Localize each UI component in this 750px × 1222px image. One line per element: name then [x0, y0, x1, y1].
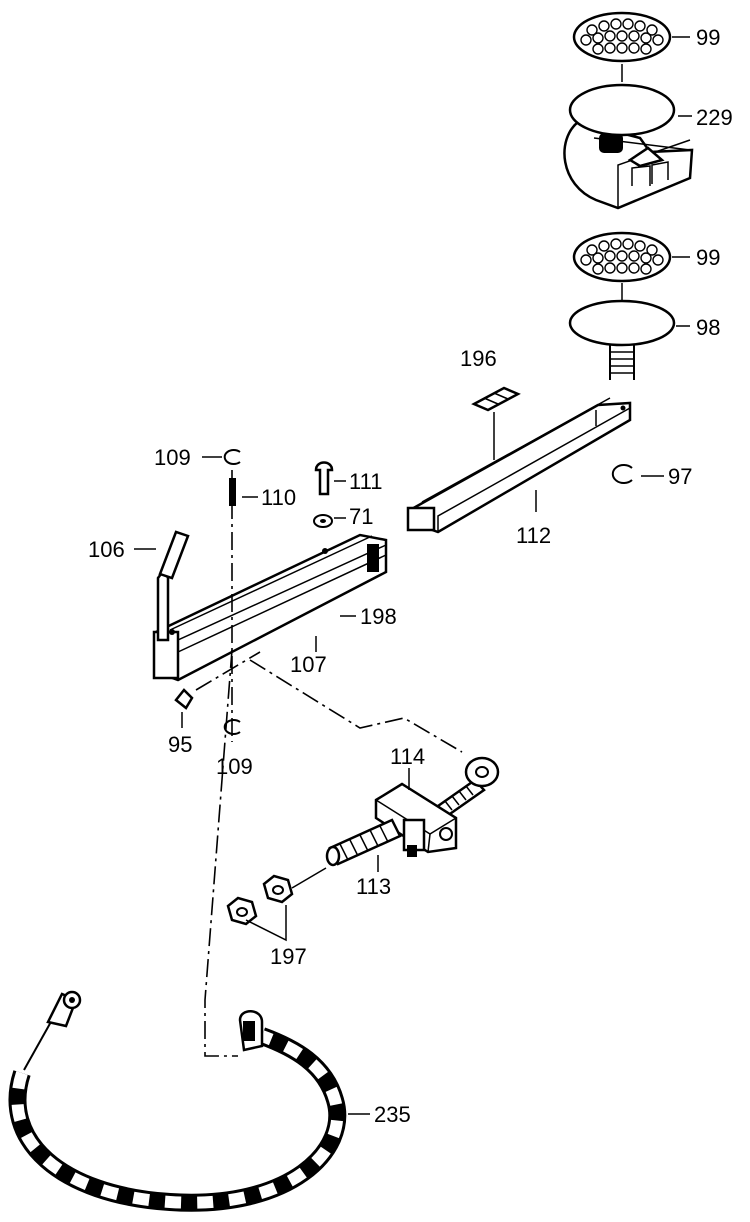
callout-109-top: 109 [154, 445, 191, 470]
callout-98: 98 [696, 315, 720, 340]
threaded-rod-113 [325, 818, 402, 867]
callout-99-top: 99 [696, 25, 720, 50]
spring-pin-110 [229, 478, 236, 506]
callout-114: 114 [390, 744, 425, 769]
leader-lines [134, 36, 692, 1115]
callout-107: 107 [290, 652, 327, 677]
callout-71: 71 [349, 504, 373, 529]
pin-106 [156, 530, 190, 642]
clip-109-bottom [223, 719, 241, 735]
callout-112: 112 [516, 523, 551, 548]
callout-198: 198 [360, 604, 397, 629]
clamp-block-114 [374, 782, 458, 857]
screw-111 [314, 461, 334, 496]
washer-71 [313, 514, 333, 528]
tail-lamp-lens-top [572, 11, 672, 63]
callout-106: 106 [88, 537, 125, 562]
callout-99-bottom: 99 [696, 245, 720, 270]
callout-113: 113 [356, 874, 391, 899]
callout-197: 197 [270, 944, 307, 969]
hex-nuts-197 [226, 867, 327, 942]
callout-110: 110 [261, 485, 296, 510]
callout-229: 229 [696, 105, 733, 130]
callout-95: 95 [168, 732, 192, 757]
callout-109-bottom: 109 [216, 754, 253, 779]
callout-111: 111 [349, 469, 382, 494]
lamp-base [568, 299, 676, 380]
eye-bolt-114 [436, 756, 500, 818]
bracket-112 [406, 397, 632, 534]
bracket-107 [152, 533, 388, 682]
wiring-harness-235 [8, 990, 347, 1212]
clip-109-top [223, 449, 241, 465]
callout-235: 235 [374, 1102, 411, 1127]
callout-196: 196 [460, 346, 497, 371]
label-plate-196 [471, 386, 521, 412]
clip-97 [611, 464, 633, 484]
tail-lamp-lens-bottom [572, 231, 672, 283]
callout-97: 97 [668, 464, 692, 489]
nut-95 [174, 688, 194, 710]
lamp-housing [563, 83, 694, 210]
callout-labels: 99 229 99 98 196 97 112 109 111 110 71 1… [88, 25, 733, 1127]
